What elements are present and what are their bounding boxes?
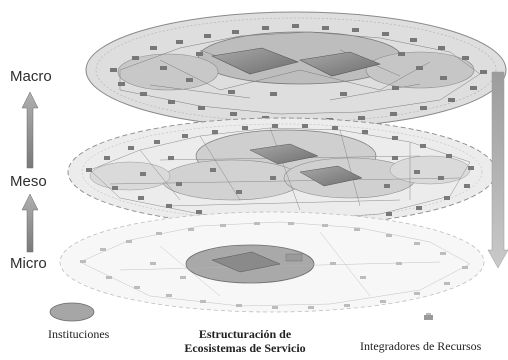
- legend-resource-integrators-label: Integradores de Recursos: [360, 339, 481, 354]
- caption-line-1: Estructuración de: [170, 327, 320, 341]
- legend-institutions-label: Instituciones: [48, 327, 109, 342]
- meso-disk: [68, 118, 496, 226]
- macro-disk: [86, 12, 506, 128]
- caption-line-2: Ecosistemas de Servicio: [170, 341, 320, 355]
- legend-resource-integrator-icon: [424, 313, 433, 320]
- level-label-macro: Macro: [10, 68, 52, 85]
- legend-institution-symbol: [50, 303, 94, 321]
- level-label-meso: Meso: [10, 173, 47, 190]
- level-label-micro: Micro: [10, 255, 47, 272]
- micro-disk: [60, 212, 484, 312]
- upward-arrows: [22, 92, 38, 252]
- diagram-caption: Estructuración de Ecosistemas de Servici…: [170, 327, 320, 355]
